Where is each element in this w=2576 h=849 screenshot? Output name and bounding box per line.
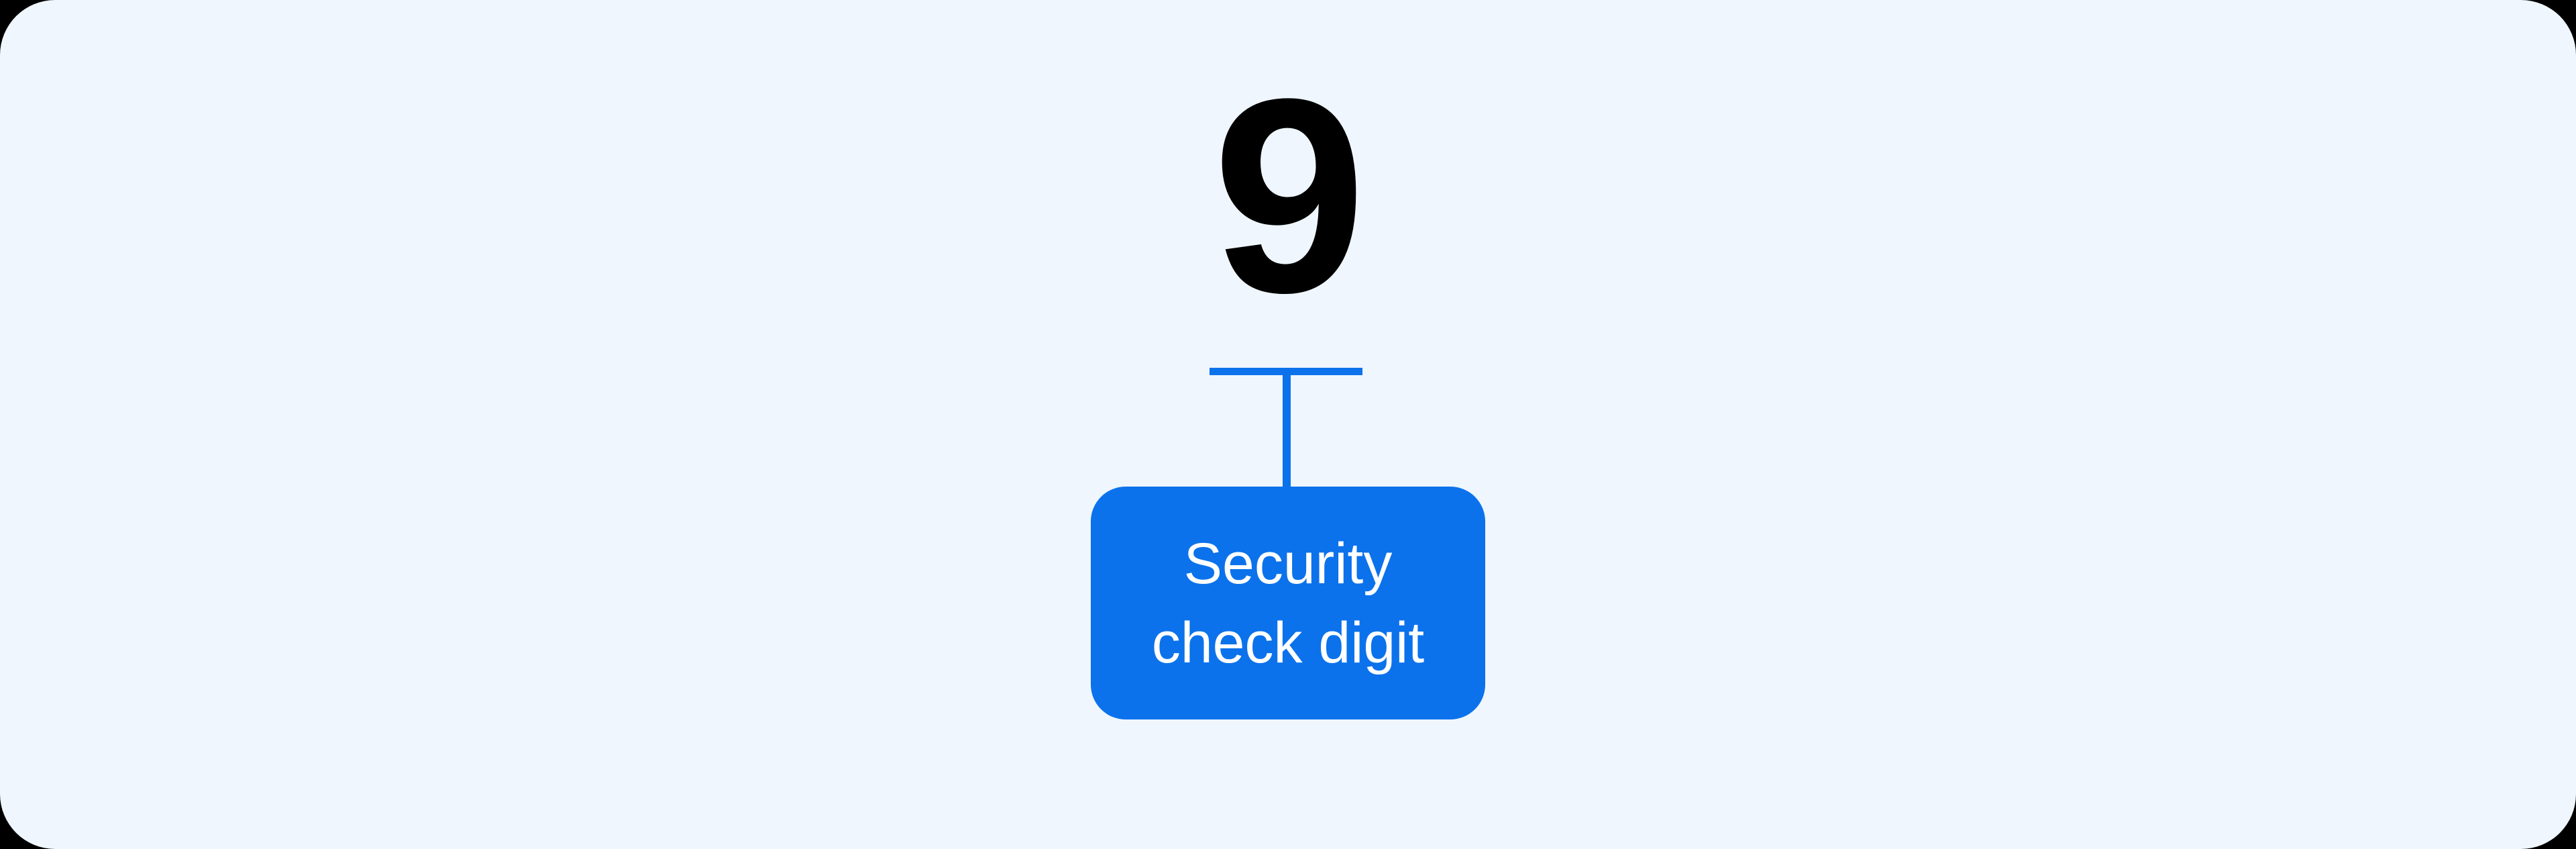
callout-label-line-2: check digit <box>1151 610 1425 675</box>
callout-label-box: Security check digit <box>1091 487 1485 719</box>
callout-label-line-1: Security <box>1183 531 1393 596</box>
connector-vertical-line-icon <box>1283 368 1291 489</box>
highlighted-digit: 9 <box>1212 42 1366 350</box>
